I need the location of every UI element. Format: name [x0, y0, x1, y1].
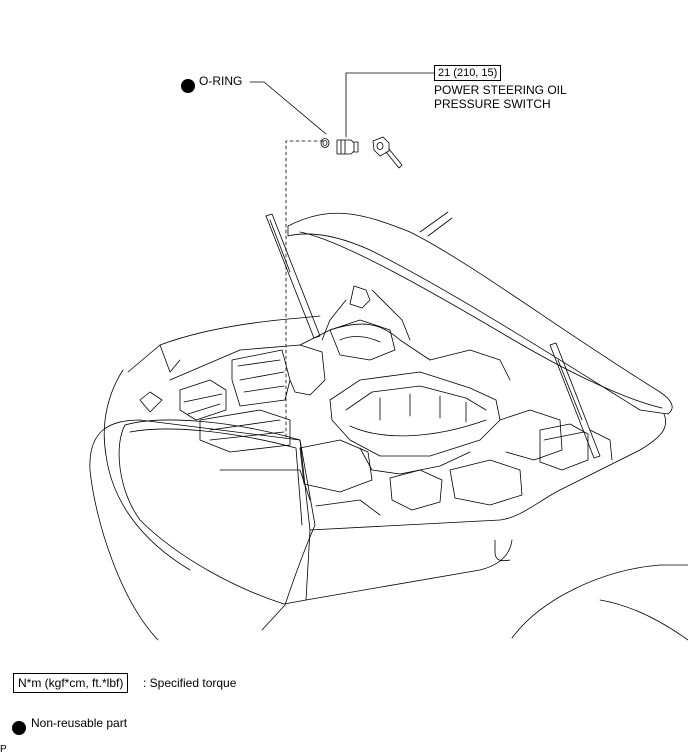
o-ring-part [320, 138, 330, 148]
legend-nonreusable-marker [12, 721, 26, 735]
switch-label-line1: POWER STEERING OIL [434, 83, 567, 97]
leader-lines [249, 72, 435, 441]
engine-compartment [169, 285, 613, 516]
hood [287, 211, 673, 415]
nonreusable-marker-oring [181, 79, 195, 93]
legend-torque-box: N*m (kgf*cm, ft.*lbf) [13, 673, 129, 693]
legend-nonreusable-desc: Non-reusable part [31, 716, 128, 730]
hood-struts [265, 213, 601, 459]
corner-code: P [0, 744, 7, 755]
legend-torque-desc: : Specified torque [143, 676, 237, 690]
vehicle-body [89, 315, 688, 641]
connector-part [372, 136, 403, 169]
oring-label: O-RING [199, 74, 243, 88]
torque-value-box: 21 (210, 15) [434, 65, 502, 81]
switch-label-line2: PRESSURE SWITCH [434, 97, 551, 111]
pressure-switch-part [336, 139, 359, 155]
